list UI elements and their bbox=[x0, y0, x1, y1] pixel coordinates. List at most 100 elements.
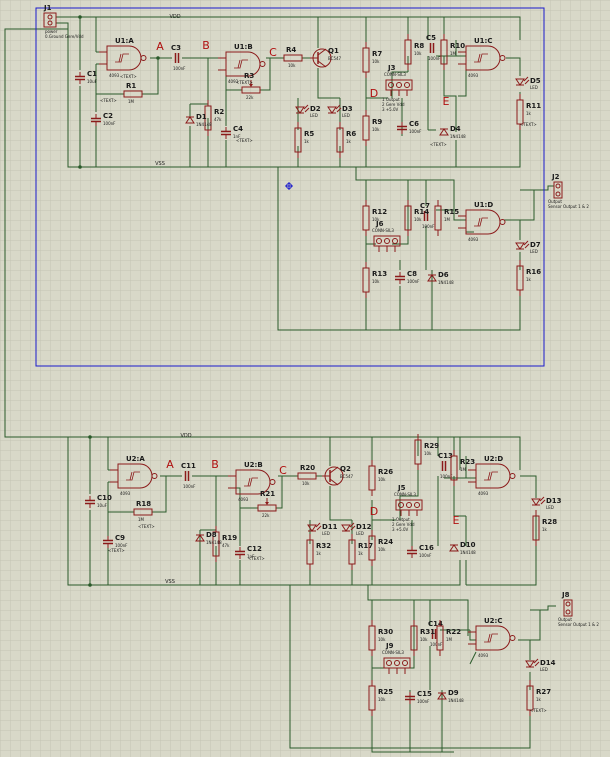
text-placeholder: <TEXT> bbox=[530, 708, 547, 713]
transistor-part: BC547 bbox=[328, 56, 342, 61]
gate-ref: U1:D bbox=[474, 201, 493, 209]
text-placeholder: <TEXT> bbox=[520, 122, 537, 127]
resistor-ref: R7 bbox=[372, 50, 382, 58]
wire bbox=[276, 476, 283, 509]
resistor-value: 10k bbox=[302, 481, 310, 486]
capacitor-value: 100nF bbox=[428, 56, 441, 61]
resistor-value: 10k bbox=[378, 547, 386, 552]
resistor-value: 1M bbox=[446, 637, 453, 642]
resistor-value: 10k bbox=[372, 127, 380, 132]
gate-ref: U2:D bbox=[484, 455, 503, 463]
text-placeholder: <TEXT> bbox=[236, 80, 253, 85]
wire bbox=[506, 57, 521, 76]
led-ref: D5 bbox=[530, 77, 541, 85]
resistor-value: 47k bbox=[214, 117, 222, 122]
diode-value: 1N4148 bbox=[448, 698, 464, 703]
resistor-ref: R26 bbox=[378, 468, 393, 476]
text-placeholder: <TEXT> bbox=[248, 556, 265, 561]
capacitor-ref: C1 bbox=[87, 70, 97, 78]
wire bbox=[317, 68, 340, 99]
